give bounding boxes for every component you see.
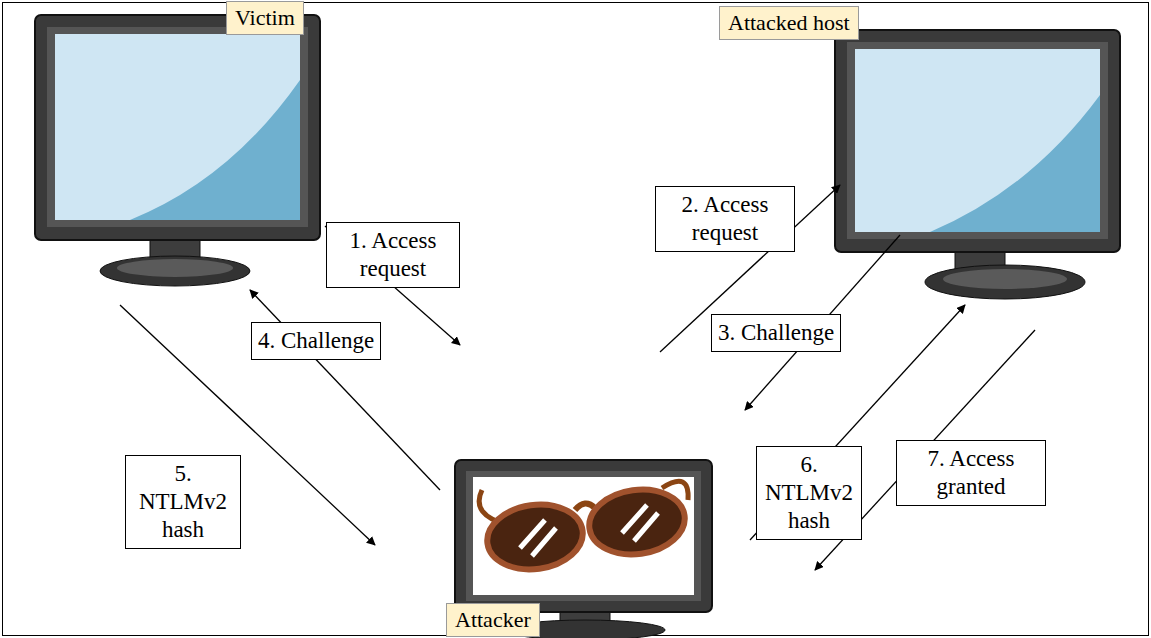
- name-tag: Attacked host: [719, 6, 859, 40]
- step-text: 3. Challenge: [718, 319, 834, 347]
- step-label: 2. Access request: [655, 186, 795, 252]
- step-label: 3. Challenge: [711, 314, 841, 352]
- sunglasses: [479, 481, 689, 575]
- step-text: 2. Access request: [662, 191, 788, 247]
- tag-text: Attacked host: [728, 10, 850, 36]
- victim-monitor: [35, 15, 320, 286]
- step-label: 7. Access granted: [896, 440, 1046, 506]
- name-tag: Victim: [226, 1, 304, 35]
- step-text: 4. Challenge: [258, 327, 374, 355]
- attacked-host-monitor: [835, 30, 1120, 299]
- step-text: 7. Access granted: [903, 445, 1039, 501]
- step-text: 1. Access request: [333, 227, 453, 283]
- step-text: 6. NTLMv2 hash: [763, 451, 855, 535]
- step-label: 6. NTLMv2 hash: [756, 446, 862, 540]
- tag-text: Victim: [235, 5, 295, 31]
- name-tag: Attacker: [446, 603, 540, 637]
- step-label: 1. Access request: [326, 222, 460, 288]
- attacker-monitor: [455, 460, 712, 638]
- flow-arrows: [120, 185, 1035, 570]
- step-text: 5. NTLMv2 hash: [132, 460, 234, 544]
- step-label: 4. Challenge: [251, 322, 381, 360]
- step-label: 5. NTLMv2 hash: [125, 455, 241, 549]
- tag-text: Attacker: [455, 607, 531, 633]
- outer-frame: [3, 3, 1149, 636]
